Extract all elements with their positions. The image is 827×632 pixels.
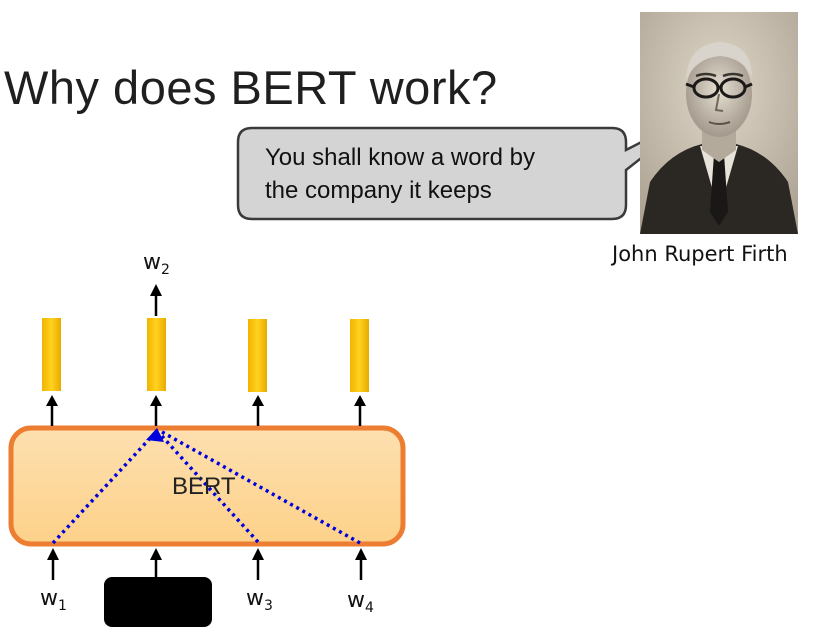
output-token-letter: w xyxy=(143,250,161,275)
input-token-subscript: 4 xyxy=(365,600,374,616)
input-token-letter: w xyxy=(246,586,264,611)
attention-arrowhead xyxy=(146,428,164,442)
portrait-image xyxy=(640,12,798,234)
input-token-label-3: w3 xyxy=(246,586,273,614)
bert-box xyxy=(8,425,406,547)
input-token-subscript: 1 xyxy=(58,598,67,614)
output-vector-4 xyxy=(350,319,369,392)
input-token-subscript: 3 xyxy=(264,598,273,614)
bert-label: BERT xyxy=(172,473,236,500)
speech-bubble xyxy=(236,110,701,221)
quote-line-1: You shall know a word by xyxy=(265,144,535,171)
input-token-label-4: w4 xyxy=(347,588,374,616)
attention-line-4 xyxy=(161,430,361,545)
quote-text: You shall know a word by the company it … xyxy=(265,141,625,207)
output-token-subscript: 2 xyxy=(161,262,170,278)
output-vector-3 xyxy=(248,319,267,392)
input-token-label-1: w1 xyxy=(40,586,67,614)
masked-token xyxy=(104,577,212,627)
slide-title: Why does BERT work? xyxy=(4,61,498,114)
quote-line-2: the company it keeps xyxy=(265,177,492,204)
output-vector-2 xyxy=(147,318,166,391)
input-token-letter: w xyxy=(347,588,365,613)
portrait-caption: John Rupert Firth xyxy=(612,242,788,266)
output-vector-1 xyxy=(42,318,61,391)
firth-portrait xyxy=(640,12,798,234)
output-token-label: w2 xyxy=(143,250,170,278)
attention-line-3 xyxy=(158,432,260,544)
input-token-letter: w xyxy=(40,586,58,611)
